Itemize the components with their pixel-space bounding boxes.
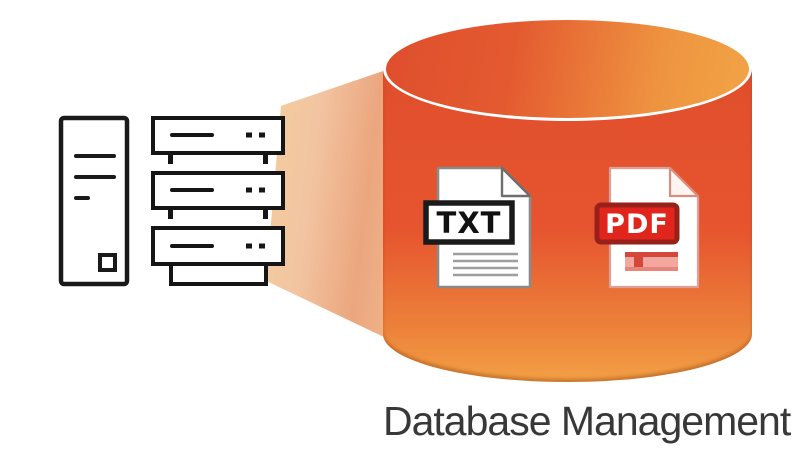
txt-label-badge — [423, 200, 515, 245]
database-cylinder-top — [383, 17, 752, 121]
server-stack-icon — [151, 116, 285, 286]
tower-case — [58, 115, 130, 287]
server-foot — [263, 208, 268, 219]
pdf-content-stripe — [625, 252, 678, 257]
pdf-label-badge — [594, 202, 680, 245]
server-foot — [263, 153, 268, 164]
txt-page-fold — [500, 166, 532, 198]
diagram-caption: Database Management — [383, 398, 791, 444]
server-foot — [168, 153, 173, 164]
pdf-content-stripe-bottom — [625, 267, 678, 271]
tower-power-button — [98, 253, 117, 272]
pdf-content-bar — [634, 252, 643, 271]
pdf-page-fold — [668, 166, 700, 198]
server-base — [169, 262, 268, 286]
server-foot — [168, 208, 173, 219]
pdf-file-icon: PDF — [594, 166, 700, 289]
pdf-label-text: PDF — [605, 209, 669, 240]
computer-tower-icon — [58, 115, 130, 287]
txt-label-text: TXT — [437, 206, 502, 240]
txt-file-icon: TXT — [423, 166, 532, 289]
